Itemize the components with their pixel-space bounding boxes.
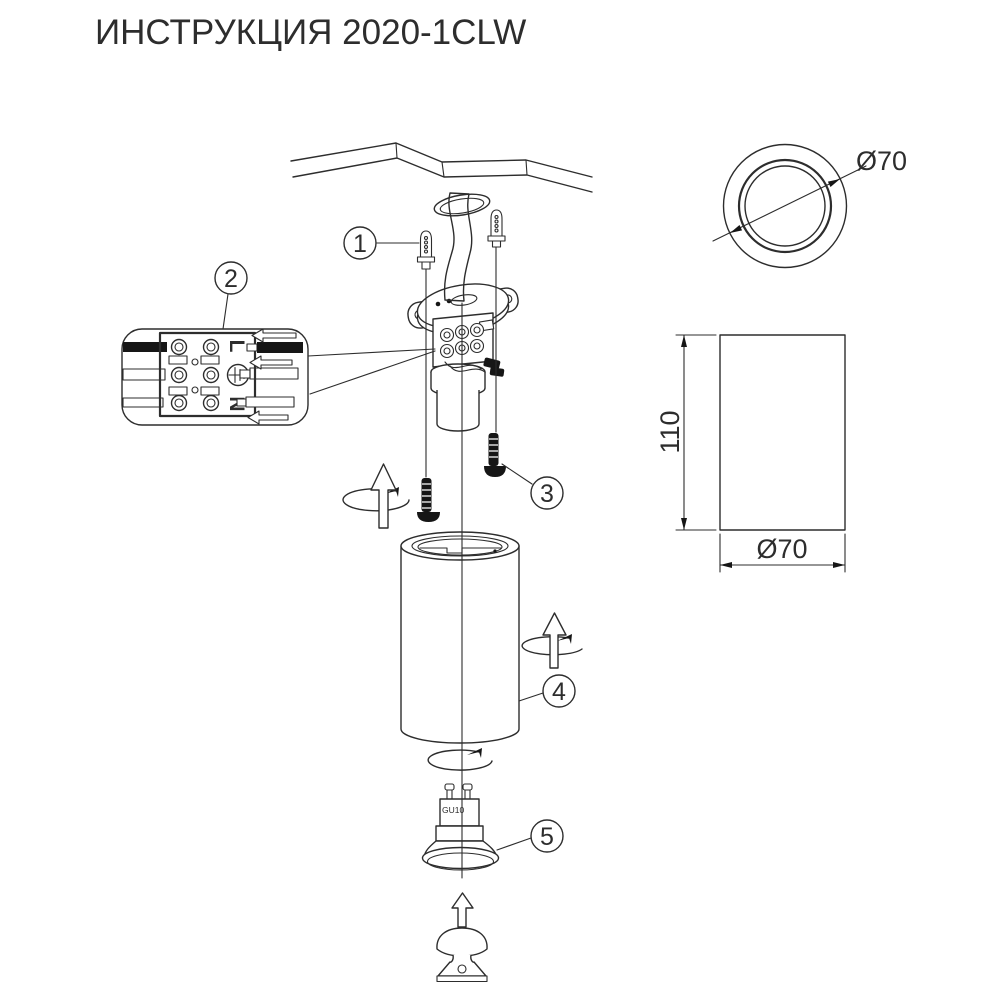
rotate-symbol-upper bbox=[342, 463, 410, 529]
callout-5: 5 bbox=[496, 819, 564, 853]
mounting-bracket bbox=[407, 283, 519, 335]
wire-earth-in bbox=[122, 368, 166, 381]
callout-5-number: 5 bbox=[540, 823, 554, 851]
terminal-block bbox=[158, 331, 257, 418]
dim-height: 110 bbox=[655, 410, 685, 453]
callout-3-number: 3 bbox=[540, 480, 554, 508]
terminal-housing bbox=[432, 312, 495, 368]
insert-arrow-earth bbox=[249, 355, 293, 370]
rotate-symbol-lower bbox=[427, 748, 493, 771]
callout-4: 4 bbox=[518, 674, 576, 708]
page-title: ИНСТРУКЦИЯ 2020-1CLW bbox=[95, 13, 526, 52]
lamp-pin-right bbox=[462, 783, 473, 791]
lamp-rim bbox=[421, 846, 500, 870]
ceiling bbox=[290, 142, 593, 193]
side-view-body bbox=[719, 334, 846, 531]
twist-lock-slot bbox=[419, 547, 502, 554]
terminal-block-detail: L N bbox=[121, 328, 436, 426]
lamp-neck bbox=[439, 798, 480, 827]
insert-arrow-up bbox=[451, 892, 474, 928]
side-view: 110 Ø70 bbox=[655, 334, 846, 573]
lamp-socket bbox=[430, 363, 486, 432]
wire-neutral-in bbox=[122, 397, 164, 408]
callout-2-number: 2 bbox=[224, 265, 238, 293]
cylinder-body bbox=[400, 545, 520, 744]
insert-arrow-neutral bbox=[247, 410, 289, 425]
callout-2: 2 bbox=[214, 261, 248, 330]
screw-right bbox=[484, 433, 506, 477]
housing-cylinder bbox=[400, 531, 520, 744]
ceiling-top-edge bbox=[290, 142, 593, 178]
cable-flange bbox=[433, 193, 491, 217]
gu10-lamp: GU10 bbox=[421, 783, 500, 871]
callout-3: 3 bbox=[501, 463, 564, 510]
alignment-lines bbox=[425, 246, 497, 879]
suction-tool bbox=[436, 927, 488, 983]
braided-conduit bbox=[443, 192, 473, 302]
wall-plug-left bbox=[416, 230, 436, 270]
top-view-outer-circle bbox=[722, 143, 848, 269]
lamp-base-label: GU10 bbox=[442, 805, 464, 815]
callout-1: 1 bbox=[343, 226, 420, 260]
wall-plug-right bbox=[487, 209, 506, 248]
dim-bottom-diameter: Ø70 bbox=[756, 534, 807, 564]
top-view: Ø70 bbox=[712, 143, 907, 269]
dim-top-diameter: Ø70 bbox=[856, 146, 907, 176]
lamp-face-grid bbox=[426, 852, 495, 871]
ceiling-break-edges bbox=[395, 142, 528, 178]
callout-4-number: 4 bbox=[552, 678, 566, 706]
callout-1-number: 1 bbox=[353, 230, 367, 258]
detail-leader-lines bbox=[307, 348, 436, 395]
wire-live-in bbox=[123, 342, 167, 352]
insert-arrow-live bbox=[251, 328, 297, 343]
lamp-band bbox=[435, 825, 484, 842]
rotate-symbol-middle bbox=[521, 612, 583, 669]
terminal-line-label: L bbox=[225, 340, 248, 353]
lamp-pin-left bbox=[444, 783, 455, 791]
screw-left bbox=[417, 478, 440, 522]
